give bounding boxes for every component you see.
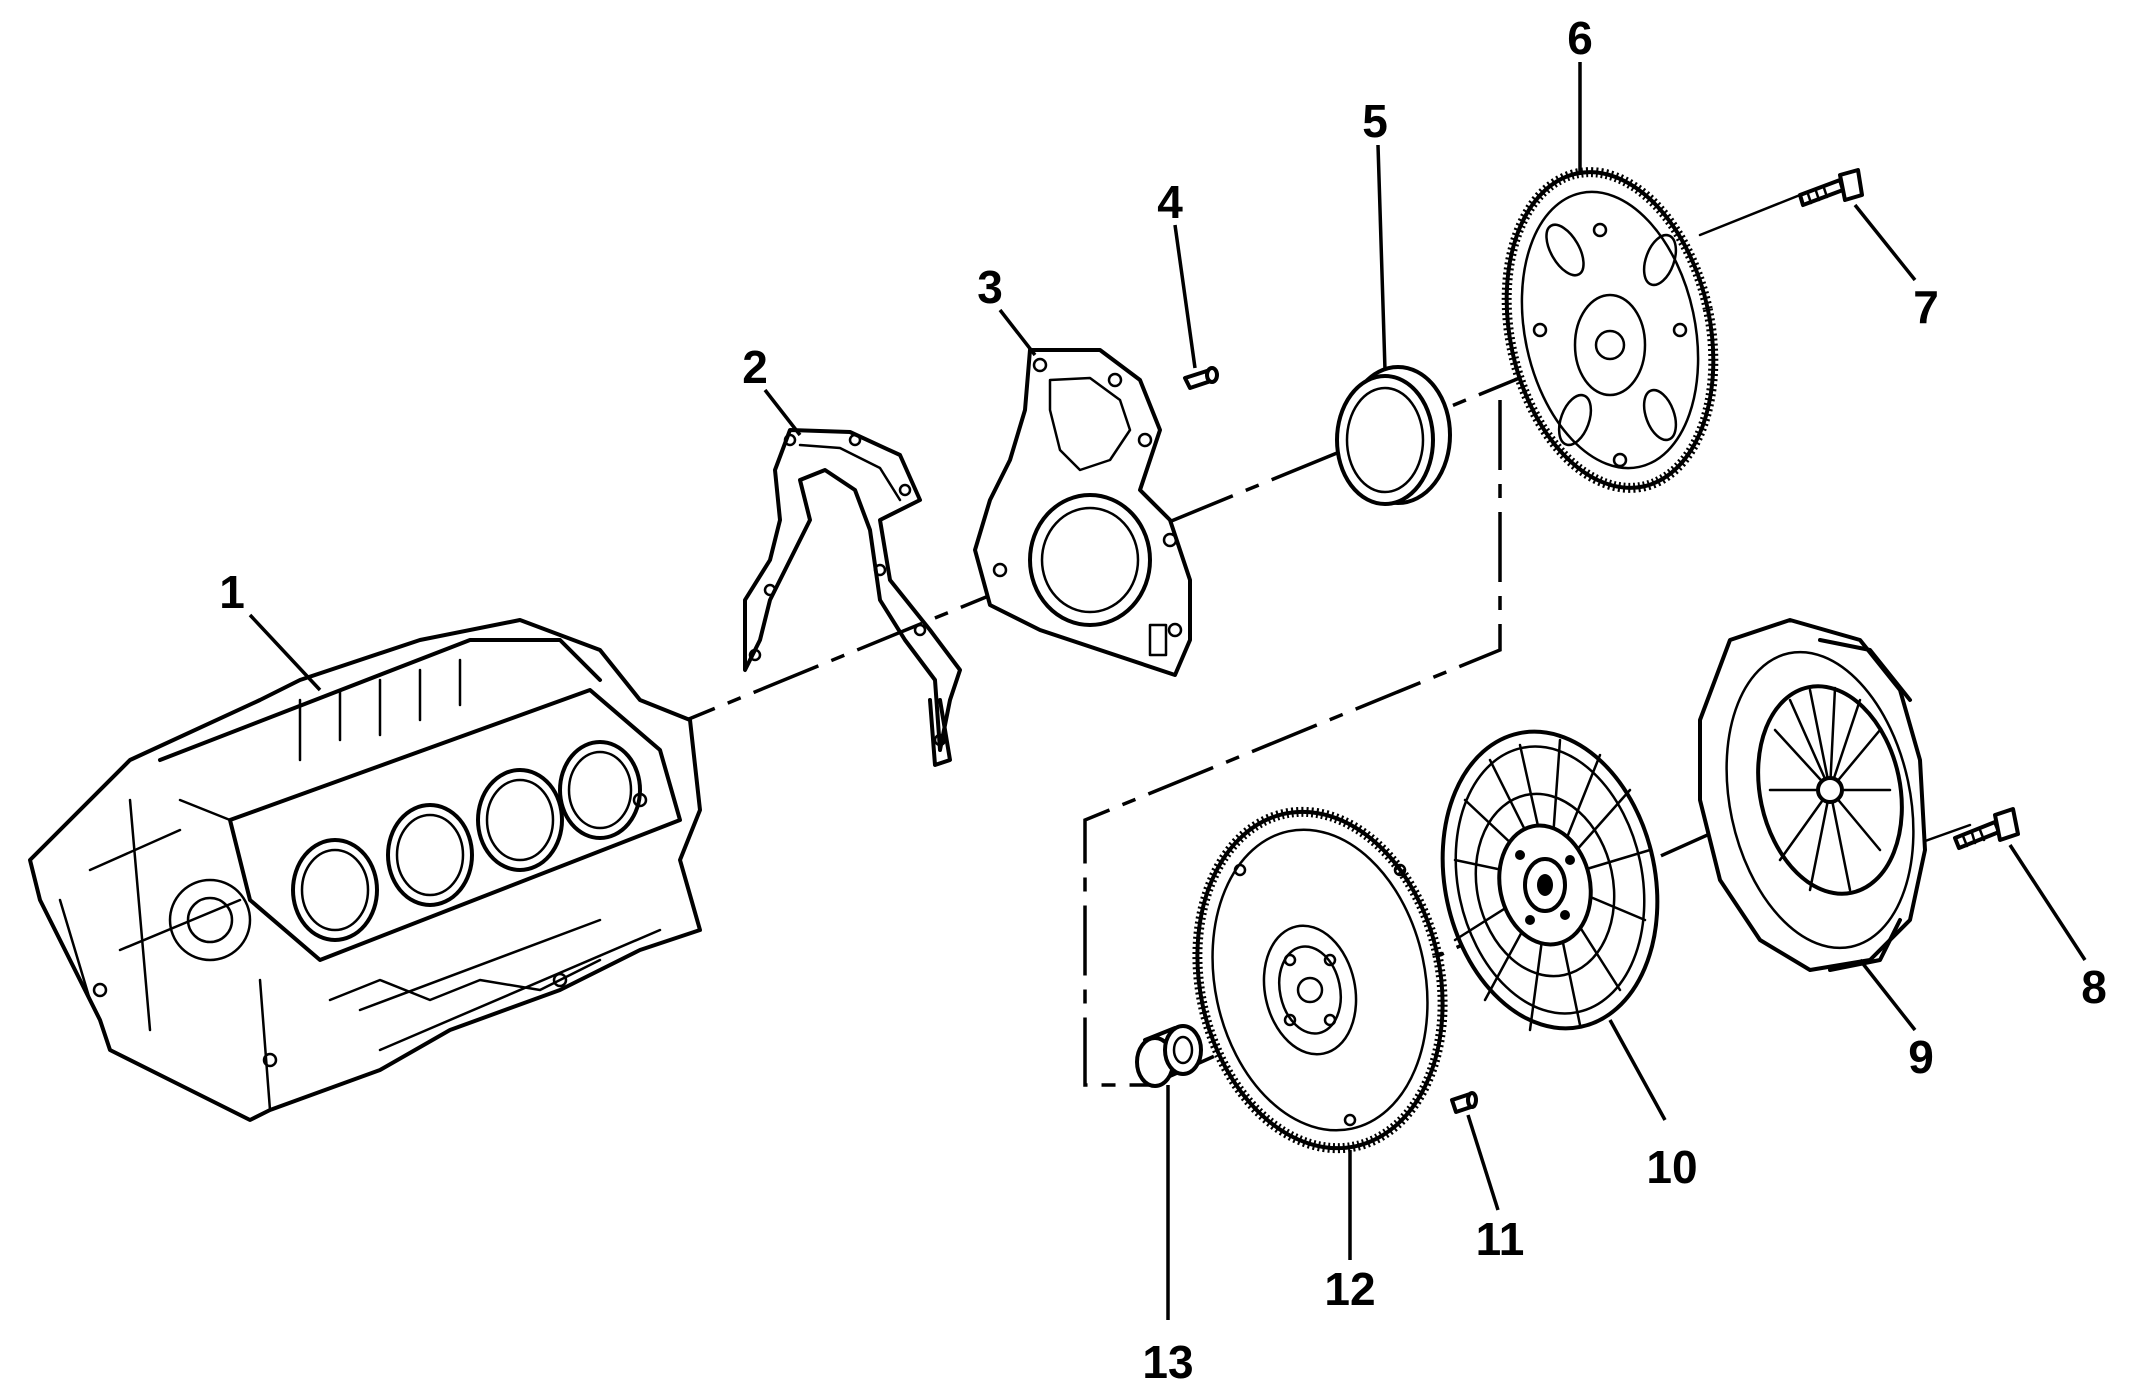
leader-lines — [248, 62, 2087, 1320]
dowel-pin — [1183, 366, 1219, 390]
pilot-bearing — [1135, 1024, 1203, 1088]
callout-9: 9 — [1908, 1031, 1934, 1083]
flywheel — [1192, 806, 1448, 1154]
callout-4: 4 — [1157, 176, 1183, 228]
transfer-line — [1083, 400, 1502, 1087]
callout-11: 11 — [1476, 1213, 1525, 1265]
callout-2: 2 — [742, 341, 768, 393]
bolt-axis-7 — [1698, 193, 1802, 237]
leader-3 — [998, 308, 1037, 357]
leader-1 — [248, 613, 322, 692]
dowel-pin-small — [1450, 1091, 1478, 1114]
callout-13: 13 — [1142, 1336, 1193, 1388]
leader-8 — [2008, 844, 2087, 961]
leader-9 — [1858, 958, 1917, 1032]
leader-11 — [1466, 1114, 1500, 1211]
flexplate — [1501, 167, 1719, 493]
callout-12: 12 — [1324, 1263, 1375, 1315]
engine-block — [28, 618, 702, 1122]
callout-1: 1 — [219, 566, 245, 618]
leader-2 — [763, 388, 802, 437]
pressure-plate — [1698, 618, 1927, 972]
leader-5 — [1376, 144, 1387, 371]
flexplate-bolt — [1798, 168, 1864, 207]
clutch-disc — [1440, 729, 1660, 1032]
callout-7: 7 — [1913, 281, 1939, 333]
pressure-plate-bolt — [1953, 807, 2020, 850]
leader-10 — [1608, 1019, 1667, 1121]
callout-6: 6 — [1567, 12, 1593, 64]
leader-4 — [1173, 224, 1197, 369]
rear-oil-seal — [1335, 365, 1452, 506]
rear-cover — [973, 348, 1192, 677]
callout-3: 3 — [977, 261, 1003, 313]
rear-cover-gasket — [743, 428, 962, 767]
callout-10: 10 — [1646, 1141, 1697, 1193]
callout-5: 5 — [1362, 95, 1388, 147]
leader-7 — [1853, 203, 1917, 282]
callout-labels: 1 2 3 4 5 6 7 8 9 10 11 12 13 — [219, 12, 2107, 1388]
callout-8: 8 — [2081, 961, 2107, 1013]
